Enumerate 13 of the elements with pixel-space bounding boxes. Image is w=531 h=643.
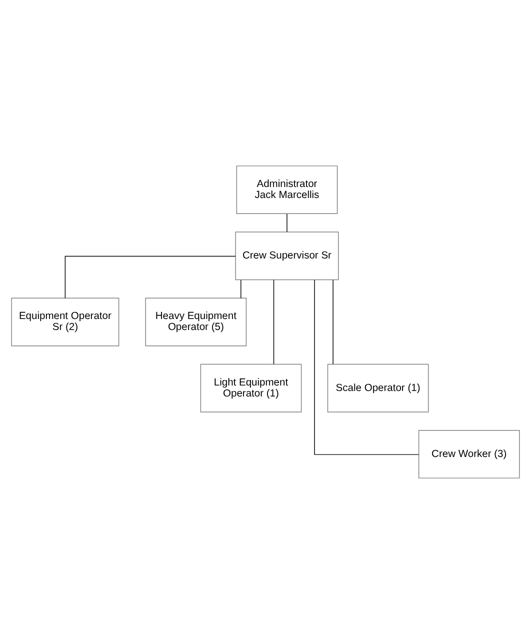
node-box: Light Equipment Operator (1) [200, 363, 302, 412]
connector [314, 279, 420, 454]
connector [240, 279, 242, 298]
node-box: Administrator Jack Marcellis [236, 165, 338, 214]
node-box: Crew Worker (3) [418, 429, 520, 478]
node-box: Equipment Operator Sr (2) [11, 297, 120, 346]
connector [332, 278, 334, 364]
connector [273, 278, 274, 364]
node-box: Scale Operator (1) [327, 363, 429, 412]
connector [64, 255, 236, 298]
node-box: Heavy Equipment Operator (5) [145, 297, 247, 346]
connector [286, 213, 288, 232]
node-box: Crew Supervisor Sr [235, 231, 339, 280]
